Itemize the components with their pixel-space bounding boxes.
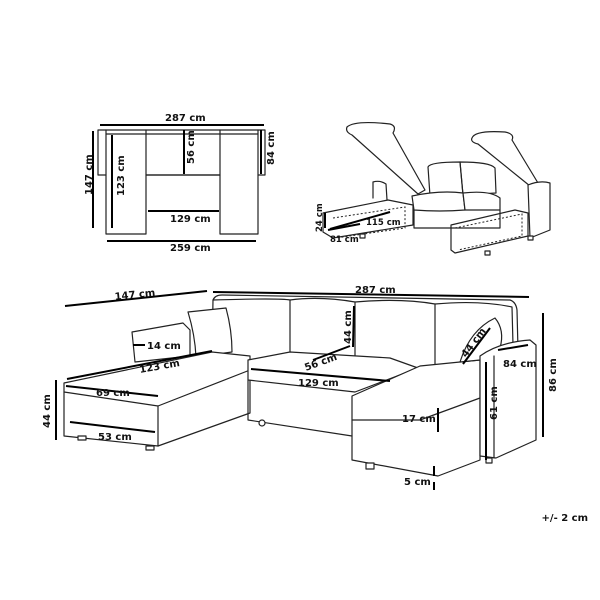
main-cushion-thickness-label: 17 cm	[402, 414, 436, 425]
storage-width-label: 81 cm	[330, 235, 359, 245]
main-seat-height-label: 44 cm	[42, 394, 53, 428]
storage-length-label: 115 cm	[366, 218, 401, 228]
storage-height-label: 24 cm	[315, 203, 325, 232]
main-view-drawing	[55, 290, 544, 490]
storage-view-drawing	[322, 121, 551, 256]
top-middle-width-label: 129 cm	[170, 214, 211, 225]
tolerance-note: +/- 2 cm	[541, 513, 588, 524]
main-chaise-seat-width-label: 69 cm	[96, 388, 130, 399]
main-chaise-base-width-label: 53 cm	[98, 432, 132, 443]
main-middle-seat-width-label: 129 cm	[298, 378, 339, 389]
main-leg-height-label: 5 cm	[404, 477, 431, 488]
top-chaise-depth-label: 123 cm	[116, 155, 127, 196]
top-inner-width-label: 259 cm	[170, 243, 211, 254]
top-width-label: 287 cm	[165, 113, 206, 124]
main-arm-depth-label: 84 cm	[503, 359, 537, 370]
top-depth-label: 147 cm	[84, 154, 95, 195]
top-view-drawing	[92, 124, 266, 242]
top-seat-depth-label: 56 cm	[186, 130, 197, 164]
main-total-height-label: 86 cm	[548, 358, 559, 392]
main-arm-height-label: 61 cm	[489, 386, 500, 420]
top-back-depth-label: 84 cm	[266, 131, 277, 165]
main-back-height-label: 44 cm	[343, 310, 354, 344]
main-chaise-length-label: 147 cm	[114, 288, 156, 303]
main-overall-width-label: 287 cm	[355, 285, 396, 296]
main-armrest-width-label: 14 cm	[147, 341, 181, 352]
